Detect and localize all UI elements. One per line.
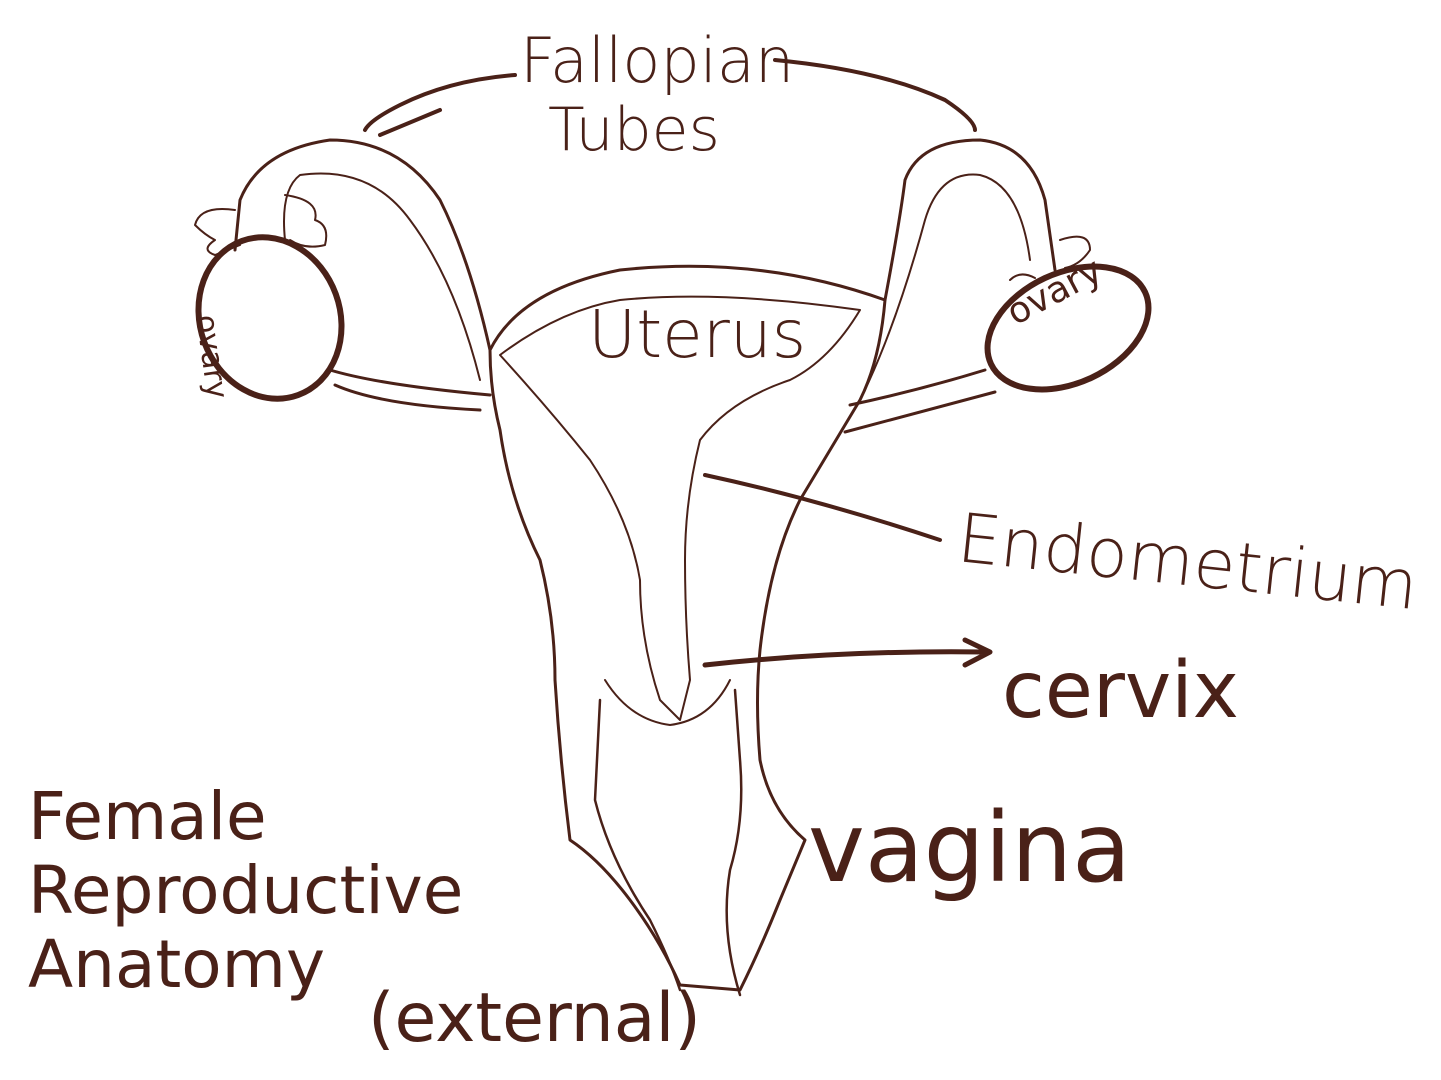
title-line-3: Anatomy [28, 925, 326, 1003]
fallopian-tube-right [883, 138, 1057, 302]
fimbriae-right [1009, 235, 1091, 281]
ovary-left [195, 234, 345, 402]
pointer-fallopian-right [773, 58, 977, 132]
title-line-2: Reproductive [28, 851, 464, 929]
title-paren: (external) [368, 979, 701, 1058]
label-vagina: vagina [808, 792, 1131, 904]
pointer-cervix [702, 637, 993, 668]
label-uterus: Uterus [588, 296, 807, 373]
uterus-outline [488, 264, 887, 992]
title-line-1: Female [28, 778, 267, 855]
ovary-right [984, 263, 1152, 393]
label-cervix: cervix [1002, 646, 1239, 736]
fallopian-tube-left [233, 138, 492, 352]
endometrium-outline [499, 295, 861, 721]
label-tubes: Tubes [548, 95, 720, 165]
fallopian-tube-right-inner [859, 173, 1031, 401]
fallopian-tube-left-inner [283, 172, 481, 381]
diagram-title: Female Reproductive Anatomy [28, 780, 468, 1002]
fimbriae-left [194, 194, 328, 256]
ligament-left [328, 368, 492, 412]
pointer-fallopian-left [363, 73, 517, 132]
vagina-outline [593, 688, 743, 997]
ligament-right [843, 368, 997, 434]
label-fallopian: Fallopian [520, 24, 795, 97]
pointer-fallopian-left-2 [378, 108, 442, 137]
cervix-outline [604, 679, 731, 726]
pointer-endometrium [703, 473, 942, 542]
